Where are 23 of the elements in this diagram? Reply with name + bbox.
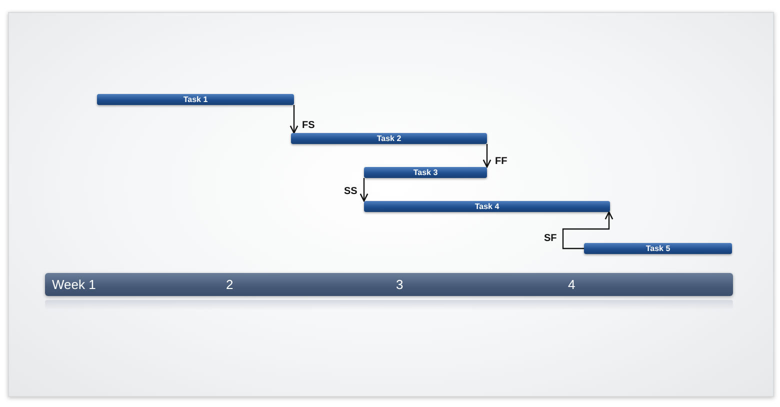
task-label: Task 4 <box>474 202 500 210</box>
edge-label: SF <box>544 232 557 245</box>
timeline-bar <box>45 273 733 296</box>
week-label: 4 <box>568 276 576 293</box>
arrow <box>290 105 298 134</box>
task-bar <box>364 201 610 212</box>
arrow <box>360 178 368 202</box>
task-bar <box>364 167 487 178</box>
week-label: Week 1 <box>52 276 96 293</box>
arrow <box>482 144 492 168</box>
task-label: Task 3 <box>413 168 438 176</box>
week-label: 2 <box>226 276 234 293</box>
task-bar <box>291 133 487 144</box>
edge-label: SS <box>344 186 358 198</box>
task-label: Task 1 <box>183 96 208 104</box>
task-bar <box>584 243 732 254</box>
week-label: 3 <box>396 276 404 293</box>
edge-label: FS <box>302 120 315 132</box>
task-bar <box>97 94 294 105</box>
task-label: Task 2 <box>376 134 402 142</box>
task-label: Task 5 <box>646 244 670 252</box>
arrow <box>562 211 614 250</box>
edge-label: FF <box>495 156 508 168</box>
